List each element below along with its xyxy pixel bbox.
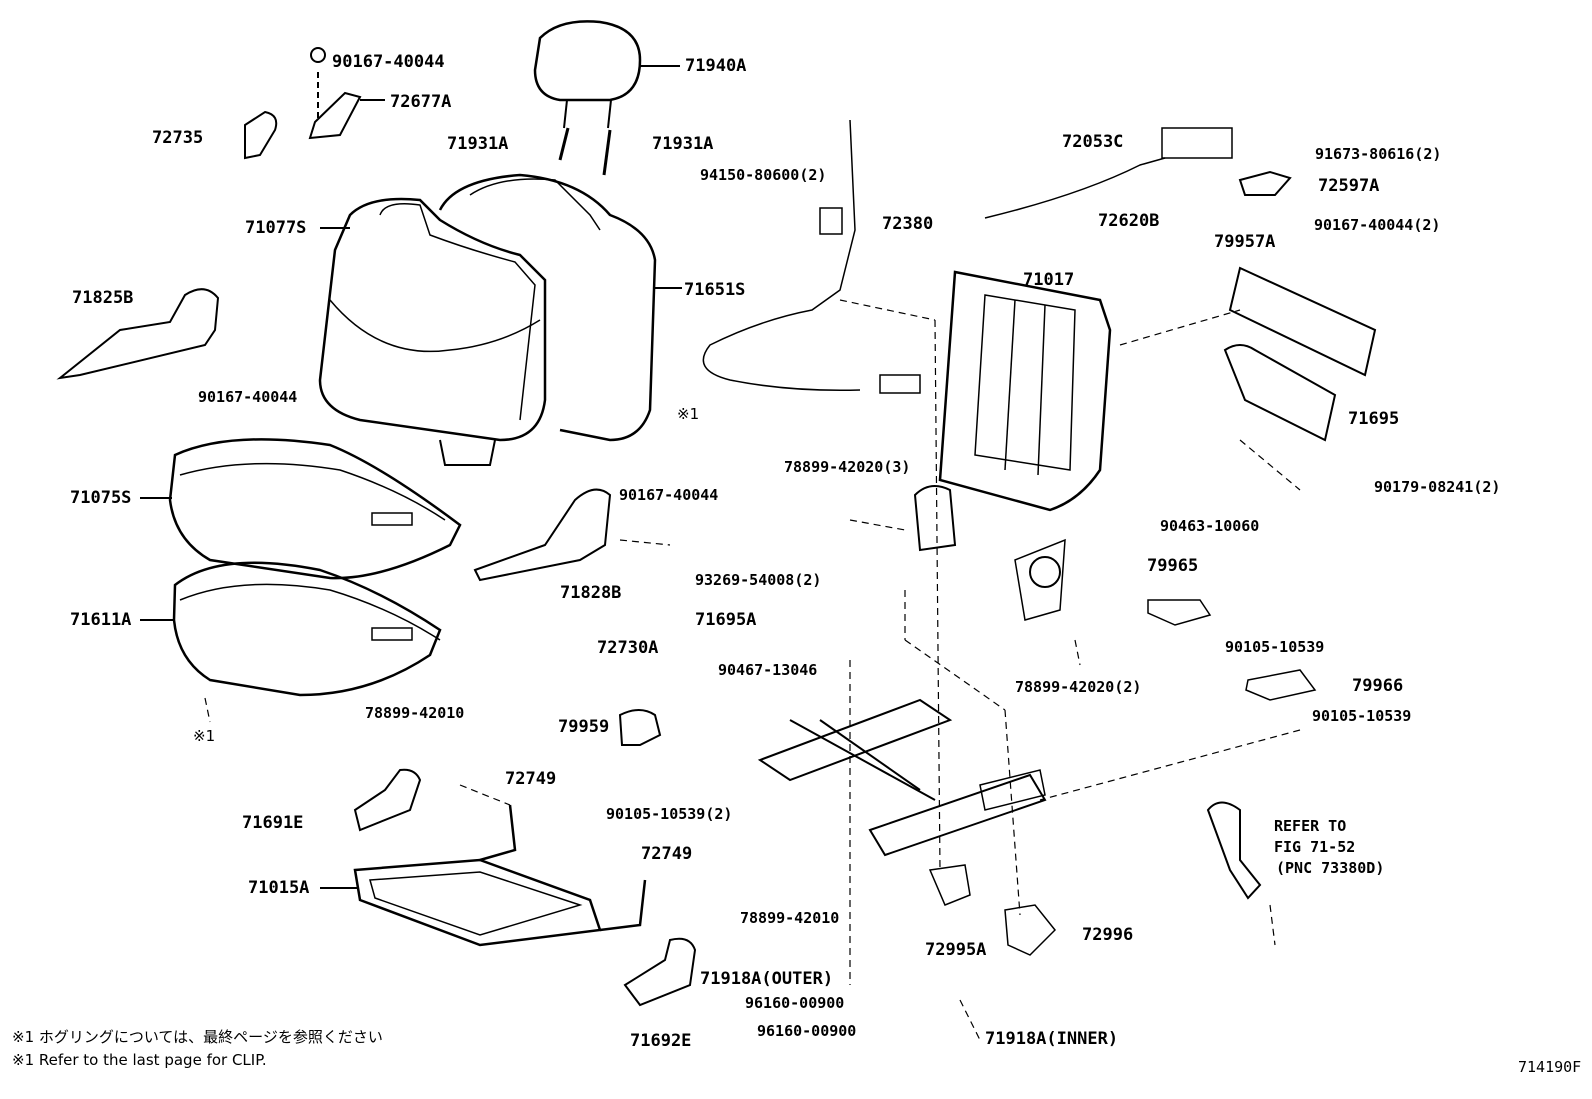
clip-note-mark-1: ※1: [677, 405, 700, 423]
label-71017: 71017: [1023, 270, 1075, 290]
label-72677a: 72677A: [390, 92, 452, 112]
label-91673-80616: 91673-80616(2): [1315, 145, 1442, 163]
label-71931a-right: 71931A: [652, 134, 714, 154]
label-90463-10060: 90463-10060: [1160, 517, 1260, 535]
label-71918a-outer: 71918A(OUTER): [700, 969, 834, 989]
label-71691e: 71691E: [242, 813, 304, 833]
label-93269-54008: 93269-54008(2): [695, 571, 822, 589]
seat-cushions: [140, 438, 462, 697]
label-72995a: 72995A: [925, 940, 987, 960]
label-71940a: 71940A: [685, 56, 747, 76]
label-79966: 79966: [1352, 676, 1404, 696]
label-71918a-inner: 71918A(INNER): [985, 1029, 1119, 1049]
label-71692e: 71692E: [630, 1031, 692, 1051]
label-72996: 72996: [1082, 925, 1134, 945]
label-90105-10539-a: 90105-10539: [1225, 638, 1325, 656]
headrest: [533, 20, 680, 176]
label-90467-13046: 90467-13046: [718, 661, 818, 679]
seat-cushion-frame: [320, 804, 647, 947]
label-71651s: 71651S: [684, 280, 746, 300]
label-71931a-left: 71931A: [447, 134, 509, 154]
label-72380: 72380: [882, 214, 934, 234]
label-72620b: 72620B: [1098, 211, 1160, 231]
cables: [702, 119, 1233, 394]
leader-lines: [204, 299, 1301, 1041]
seatback: [318, 173, 682, 466]
label-72730a: 72730A: [597, 638, 659, 658]
label-78899-42010-top: 78899-42010: [365, 704, 465, 722]
label-71695: 71695: [1348, 409, 1400, 429]
label-71015a: 71015A: [248, 878, 310, 898]
label-71611a: 71611A: [70, 610, 132, 630]
label-78899-42020-3: 78899-42020(3): [784, 458, 911, 476]
frame-covers: [928, 266, 1377, 956]
label-71828b: 71828B: [560, 583, 622, 603]
label-90167-40044-left: 90167-40044: [198, 388, 298, 406]
label-72749-bottom: 72749: [641, 844, 693, 864]
label-72749-top: 72749: [505, 769, 557, 789]
label-90105-10539-b: 90105-10539: [1312, 707, 1412, 725]
label-90167-40044-top: 90167-40044: [332, 52, 445, 72]
label-90167-40044-right: 90167-40044(2): [1314, 216, 1441, 234]
label-96160-00900-b: 96160-00900: [757, 1022, 857, 1040]
label-72735: 72735: [152, 128, 204, 148]
label-79957a: 79957A: [1214, 232, 1276, 252]
figure-code: 714190F: [1518, 1058, 1582, 1076]
label-71825b: 71825B: [72, 288, 134, 308]
refer-line-3: (PNC 73380D): [1276, 859, 1385, 877]
footer-note-en: ※1 Refer to the last page for CLIP.: [12, 1051, 267, 1069]
seat-track: [757, 698, 1047, 857]
footer-note-jp: ※1 ホグリングについては、最終ページを参照ください: [12, 1028, 383, 1046]
label-78899-42010-bottom: 78899-42010: [740, 909, 840, 927]
label-94150-80600: 94150-80600(2): [700, 166, 827, 184]
label-96160-00900-a: 96160-00900: [745, 994, 845, 1012]
label-72053c: 72053C: [1062, 132, 1124, 152]
label-71075s: 71075S: [70, 488, 132, 508]
clip-note-mark-2: ※1: [193, 727, 216, 745]
refer-line-2: FIG 71-52: [1274, 838, 1356, 856]
refer-line-1: REFER TO: [1274, 817, 1347, 835]
label-90179-08241: 90179-08241(2): [1374, 478, 1501, 496]
label-71695a: 71695A: [695, 610, 757, 630]
label-72597a: 72597A: [1318, 176, 1380, 196]
label-78899-42020-2: 78899-42020(2): [1015, 678, 1142, 696]
label-90167-40044-mid: 90167-40044: [619, 486, 719, 504]
side-trims: [56, 47, 1292, 1007]
label-71077s: 71077S: [245, 218, 307, 238]
label-90105-10539-2: 90105-10539(2): [606, 805, 733, 823]
seatback-frame: [913, 270, 1112, 621]
label-79959: 79959: [558, 717, 610, 737]
label-79965: 79965: [1147, 556, 1199, 576]
